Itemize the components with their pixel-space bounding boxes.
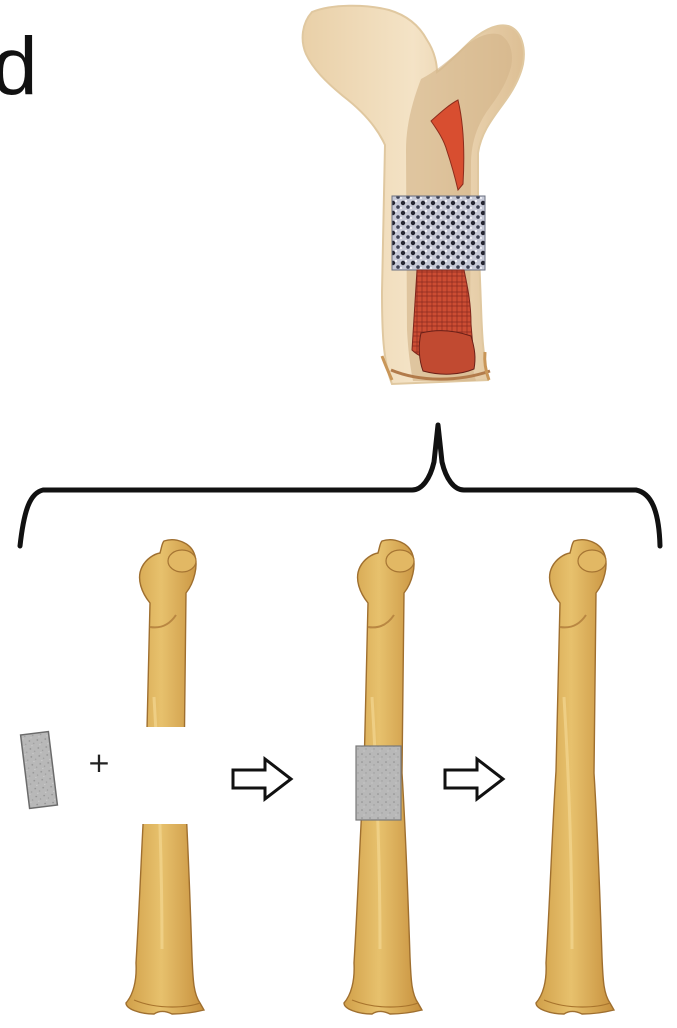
cropped-heading-letter: d bbox=[0, 26, 38, 108]
curly-brace-icon bbox=[20, 425, 660, 546]
implant-block-icon bbox=[21, 732, 58, 809]
graft-segment-icon bbox=[356, 746, 401, 820]
outline-arrow-right-icon-2 bbox=[445, 759, 503, 799]
outline-arrow-right-icon bbox=[233, 759, 291, 799]
femur-bone-right-icon bbox=[536, 540, 614, 1014]
femur-cross-section-icon bbox=[303, 6, 524, 384]
bone-defect-gap bbox=[118, 727, 210, 824]
plus-sign-label: + bbox=[87, 749, 111, 777]
